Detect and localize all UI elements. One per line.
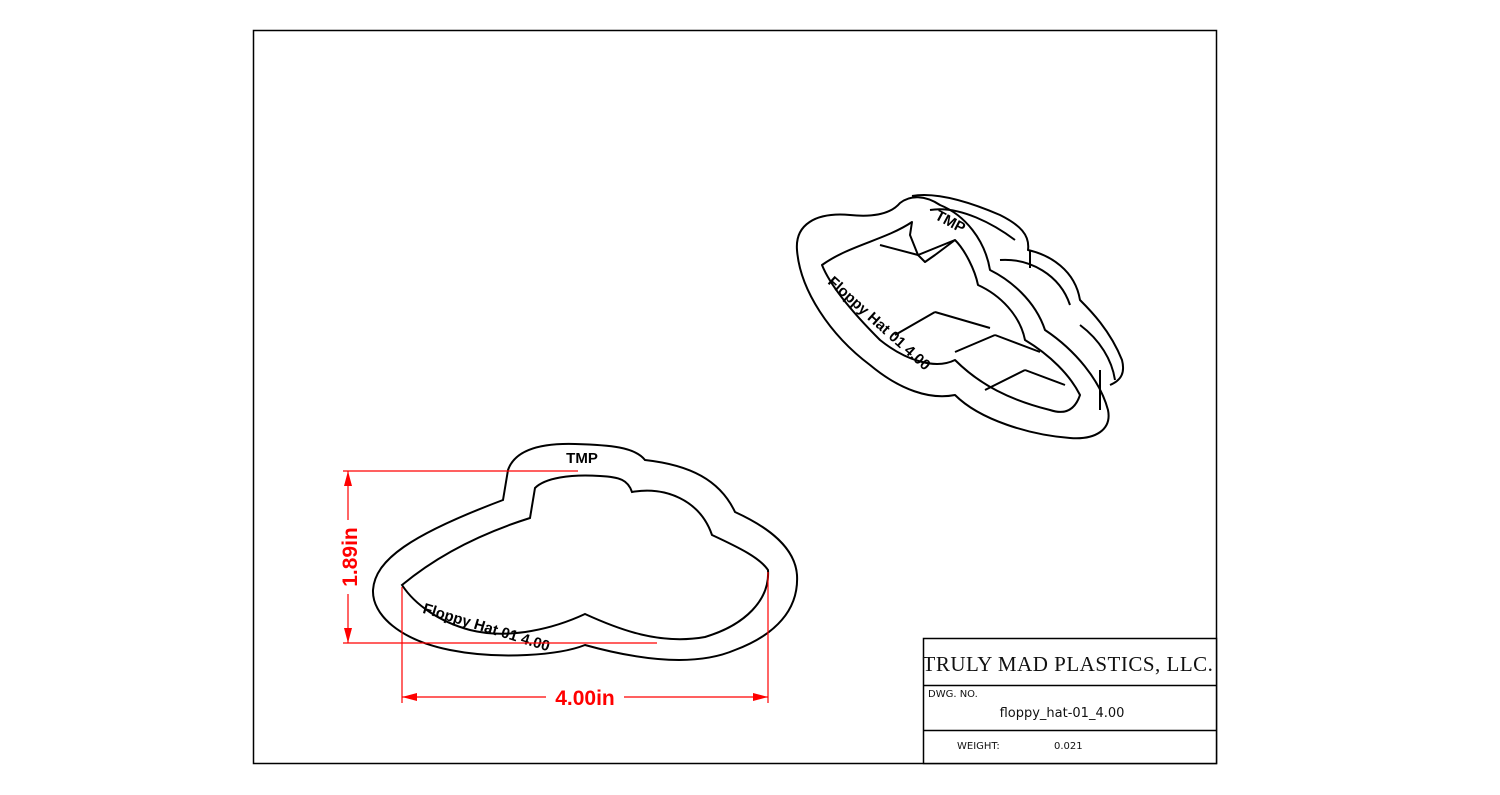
iso-inner-walls [879, 239, 1066, 391]
width-dimension-label: 4.00in [555, 687, 615, 710]
dimension-height: 1.89in [338, 470, 657, 644]
iso-inner-outline [821, 221, 1081, 413]
dimension-width: 4.00in [401, 572, 769, 710]
iso-back-wall [911, 194, 1125, 386]
company-name: TRULY MAD PLASTICS, LLC. [923, 652, 1214, 676]
title-block: TRULY MAD PLASTICS, LLC. DWG. NO. floppy… [923, 637, 1218, 765]
isometric-view: TMP Floppy Hat 01 4.00 [795, 194, 1125, 440]
weight-value: 0.021 [1054, 741, 1083, 752]
iso-engraving-top: TMP [932, 207, 968, 237]
front-outer-outline [371, 442, 799, 662]
front-engraving-top: TMP [566, 450, 598, 467]
front-view: TMP Floppy Hat 01 4.00 [371, 442, 799, 662]
iso-back-wall-2 [929, 208, 1116, 410]
weight-label: WEIGHT: [957, 741, 1000, 752]
height-dimension-label: 1.89in [339, 527, 362, 587]
iso-engraving-bottom: Floppy Hat 01 4.00 [824, 273, 933, 374]
front-inner-outline [400, 474, 770, 641]
sheet-border [252, 29, 1218, 765]
dwg-no-label: DWG. NO. [928, 689, 978, 700]
iso-outer-outline [795, 196, 1110, 440]
dwg-no-value: floppy_hat-01_4.00 [1000, 706, 1125, 721]
